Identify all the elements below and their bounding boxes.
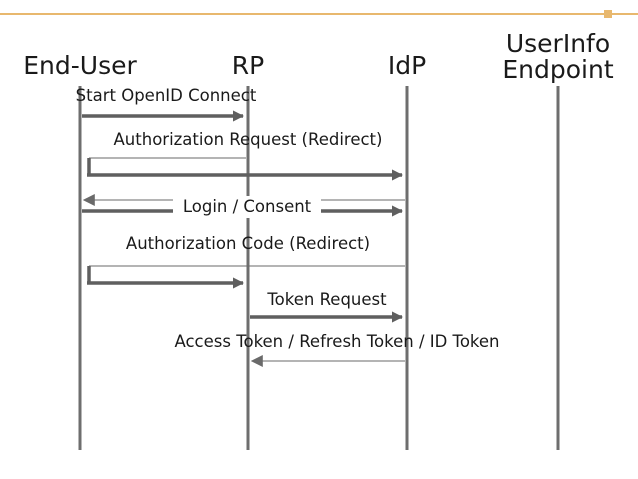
message-auth-request-label: Authorization Request (Redirect) xyxy=(114,130,383,149)
top-rule-cap xyxy=(604,10,612,18)
actor-rp-label: RP xyxy=(232,51,264,80)
message-login-label-bg xyxy=(173,196,321,218)
actor-userinfo-label-line1: UserInfo xyxy=(506,29,610,58)
message-start-label: Start OpenID Connect xyxy=(76,86,257,105)
actor-idp-label: IdP xyxy=(388,51,426,80)
message-token-response-label: Access Token / Refresh Token / ID Token xyxy=(174,332,499,351)
actor-end-user-label: End-User xyxy=(23,51,137,80)
message-login-label: Login / Consent xyxy=(183,197,312,216)
actor-userinfo-label-line2: Endpoint xyxy=(502,55,613,84)
message-auth-code-label: Authorization Code (Redirect) xyxy=(126,234,370,253)
message-token-request-label: Token Request xyxy=(266,290,387,309)
